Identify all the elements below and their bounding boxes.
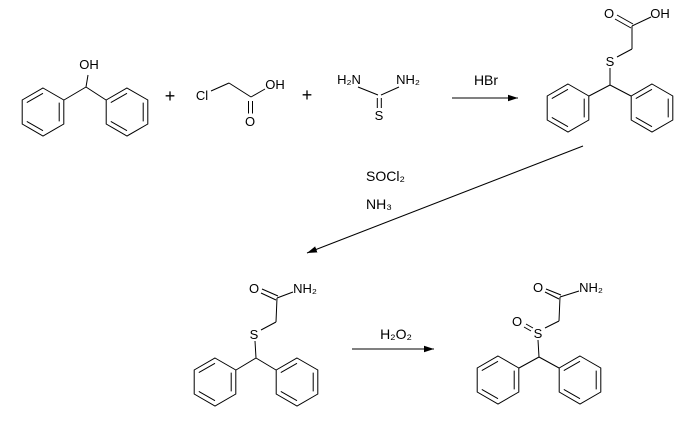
- reagent-hbr-label: HBr: [474, 72, 498, 88]
- benzene-ring: [105, 87, 149, 137]
- amine-right-label: NH₂: [396, 72, 420, 87]
- chlorine-label: Cl: [196, 88, 208, 103]
- reagent-h2o2-label: H₂O₂: [380, 326, 412, 342]
- molecule-benzhydrylthioacetic-acid: O OH S: [546, 6, 674, 133]
- bonds: [518, 288, 580, 369]
- bonds: [357, 86, 400, 108]
- amine-left-label: H₂N: [337, 72, 361, 87]
- arrow: [306, 145, 584, 254]
- carbonyl-oxygen-label: O: [245, 114, 255, 129]
- bonds: [235, 288, 294, 371]
- molecule-benzhydrol: OH: [21, 57, 149, 137]
- benzene-ring: [193, 357, 237, 407]
- bonds: [588, 14, 652, 97]
- benzene-ring: [546, 83, 590, 133]
- molecule-benzhydrylthioacetamide: O NH₂ S: [193, 281, 319, 407]
- plus-sign: +: [302, 85, 313, 105]
- hydroxyl-label: OH: [650, 6, 670, 21]
- reaction-arrow-step3: H₂O₂: [352, 326, 434, 353]
- benzene-ring: [275, 357, 319, 407]
- bonds: [210, 82, 266, 114]
- carbonyl-oxygen-label: O: [533, 280, 543, 295]
- reaction-arrow-step1: HBr: [452, 72, 518, 102]
- benzene-ring: [558, 355, 602, 405]
- plus-sign: +: [165, 86, 176, 106]
- hydroxyl-label: OH: [265, 77, 285, 92]
- benzene-ring: [476, 355, 520, 405]
- carbonyl-oxygen-label: O: [249, 281, 259, 296]
- molecule-chloroacetic-acid: Cl OH O: [196, 77, 285, 129]
- sulfur-label: S: [534, 326, 543, 341]
- amide-label: NH₂: [579, 280, 603, 295]
- bonds: [63, 74, 107, 101]
- benzene-ring: [630, 83, 674, 133]
- molecule-benzhydrylsulfinylacetamide: O NH₂ O S: [476, 280, 603, 405]
- sulfur-label: S: [250, 327, 259, 342]
- sulfinyl-oxygen-label: O: [512, 314, 522, 329]
- reagent-socl2-label: SOCl₂: [366, 168, 405, 184]
- amide-label: NH₂: [293, 281, 317, 296]
- carbonyl-oxygen-label: O: [604, 6, 614, 21]
- sulfur-label: S: [606, 54, 615, 69]
- sulfur-label: S: [375, 108, 384, 123]
- reagent-nh3-label: NH₃: [366, 196, 392, 212]
- benzene-ring: [21, 87, 65, 137]
- reaction-arrow-step2: SOCl₂ NH₃: [306, 145, 584, 254]
- molecule-thiourea: H₂N NH₂ S: [337, 72, 420, 123]
- hydroxyl-label: OH: [79, 57, 99, 72]
